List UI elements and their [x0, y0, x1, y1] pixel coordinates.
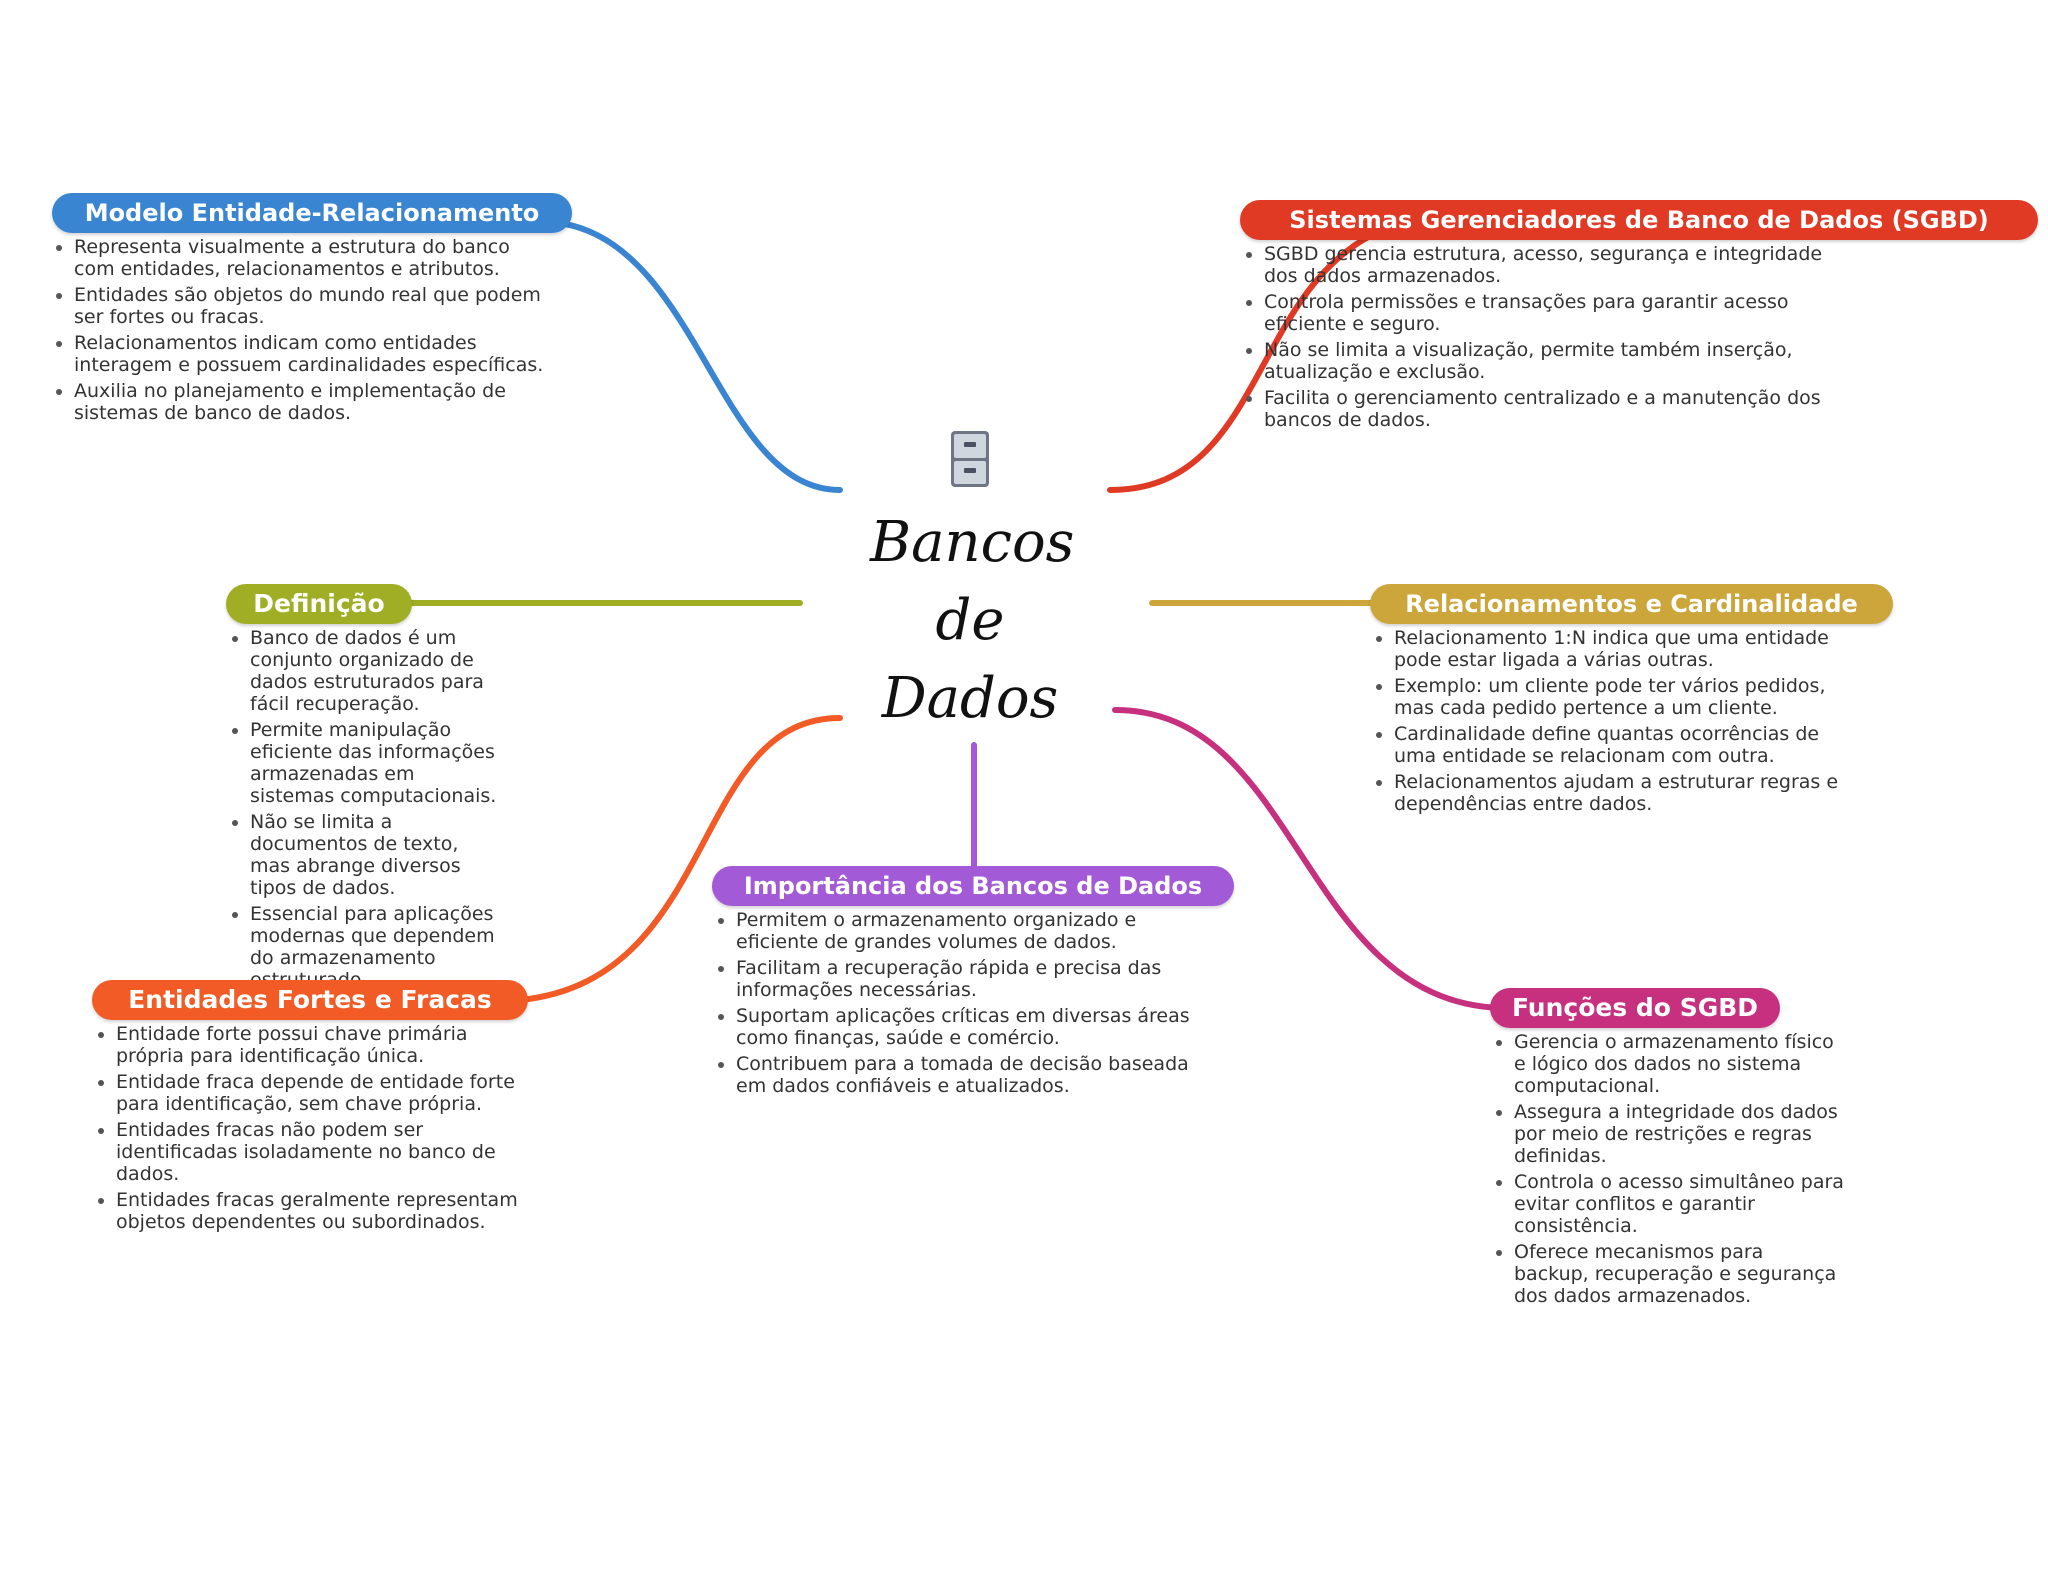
- list-item: Exemplo: um cliente pode ter vários pedi…: [1394, 675, 1854, 719]
- list-item: Oferece mecanismos para backup, recupera…: [1514, 1241, 1844, 1307]
- list-item: Facilita o gerenciamento centralizado e …: [1264, 387, 1824, 431]
- list-item: Não se limita a visualização, permite ta…: [1264, 339, 1824, 383]
- list-item: Cardinalidade define quantas ocorrências…: [1394, 723, 1854, 767]
- central-topic[interactable]: Bancos de Dados: [870, 430, 1075, 738]
- list-item: Entidades são objetos do mundo real que …: [74, 284, 554, 328]
- connector-funcoes: [1112, 707, 1503, 1011]
- list-item: Facilitam a recuperação rápida e precisa…: [736, 957, 1196, 1001]
- list-item: Suportam aplicações críticas em diversas…: [736, 1005, 1196, 1049]
- list-item: Não se limita a documentos de texto, mas…: [250, 811, 500, 899]
- list-item: Gerencia o armazenamento físico e lógico…: [1514, 1031, 1844, 1097]
- list-item: Essencial para aplicações modernas que d…: [250, 903, 500, 991]
- file-cabinet-icon: [951, 431, 989, 487]
- branch-list-definicao: Banco de dados é um conjunto organizado …: [228, 627, 500, 995]
- branch-list-entidades: Entidade forte possui chave primária pró…: [94, 1023, 536, 1237]
- list-item: Relacionamentos indicam como entidades i…: [74, 332, 554, 376]
- connector-entidades: [517, 715, 843, 1003]
- branch-title-funcoes[interactable]: Funções do SGBD: [1490, 988, 1780, 1028]
- branch-list-relacionamentos: Relacionamento 1:N indica que uma entida…: [1372, 627, 1854, 819]
- list-item: Banco de dados é um conjunto organizado …: [250, 627, 500, 715]
- branch-title-relacionamentos[interactable]: Relacionamentos e Cardinalidade: [1370, 584, 1893, 624]
- branch-title-modelo[interactable]: Modelo Entidade-Relacionamento: [52, 193, 572, 233]
- connector-sgbd: [1107, 233, 1373, 493]
- list-item: Assegura a integridade dos dados por mei…: [1514, 1101, 1844, 1167]
- list-item: Relacionamentos ajudam a estruturar regr…: [1394, 771, 1854, 815]
- list-item: SGBD gerencia estrutura, acesso, seguran…: [1264, 243, 1824, 287]
- list-item: Controla o acesso simultâneo para evitar…: [1514, 1171, 1844, 1237]
- central-title: Bancos de Dados: [870, 504, 1075, 738]
- list-item: Entidades fracas não podem ser identific…: [116, 1119, 536, 1185]
- branch-title-definicao[interactable]: Definição: [226, 584, 412, 624]
- list-item: Permite manipulação eficiente das inform…: [250, 719, 500, 807]
- branch-list-funcoes: Gerencia o armazenamento físico e lógico…: [1492, 1031, 1844, 1311]
- list-item: Entidades fracas geralmente representam …: [116, 1189, 536, 1233]
- list-item: Representa visualmente a estrutura do ba…: [74, 236, 554, 280]
- central-title-line: Dados: [881, 666, 1059, 731]
- branch-title-entidades[interactable]: Entidades Fortes e Fracas: [92, 980, 528, 1020]
- list-item: Entidade forte possui chave primária pró…: [116, 1023, 536, 1067]
- branch-list-modelo: Representa visualmente a estrutura do ba…: [52, 236, 554, 428]
- list-item: Contribuem para a tomada de decisão base…: [736, 1053, 1196, 1097]
- list-item: Permitem o armazenamento organizado e ef…: [736, 909, 1196, 953]
- list-item: Auxilia no planejamento e implementação …: [74, 380, 554, 424]
- branch-list-importancia: Permitem o armazenamento organizado e ef…: [714, 909, 1196, 1101]
- connector-modelo: [562, 221, 843, 493]
- list-item: Entidade fraca depende de entidade forte…: [116, 1071, 536, 1115]
- list-item: Controla permissões e transações para ga…: [1264, 291, 1824, 335]
- branch-title-sgbd[interactable]: Sistemas Gerenciadores de Banco de Dados…: [1240, 200, 2038, 240]
- branch-title-importancia[interactable]: Importância dos Bancos de Dados: [712, 866, 1234, 906]
- central-title-line: de: [935, 588, 1005, 653]
- central-title-line: Bancos: [870, 510, 1075, 575]
- branch-list-sgbd: SGBD gerencia estrutura, acesso, seguran…: [1242, 243, 1824, 435]
- list-item: Relacionamento 1:N indica que uma entida…: [1394, 627, 1854, 671]
